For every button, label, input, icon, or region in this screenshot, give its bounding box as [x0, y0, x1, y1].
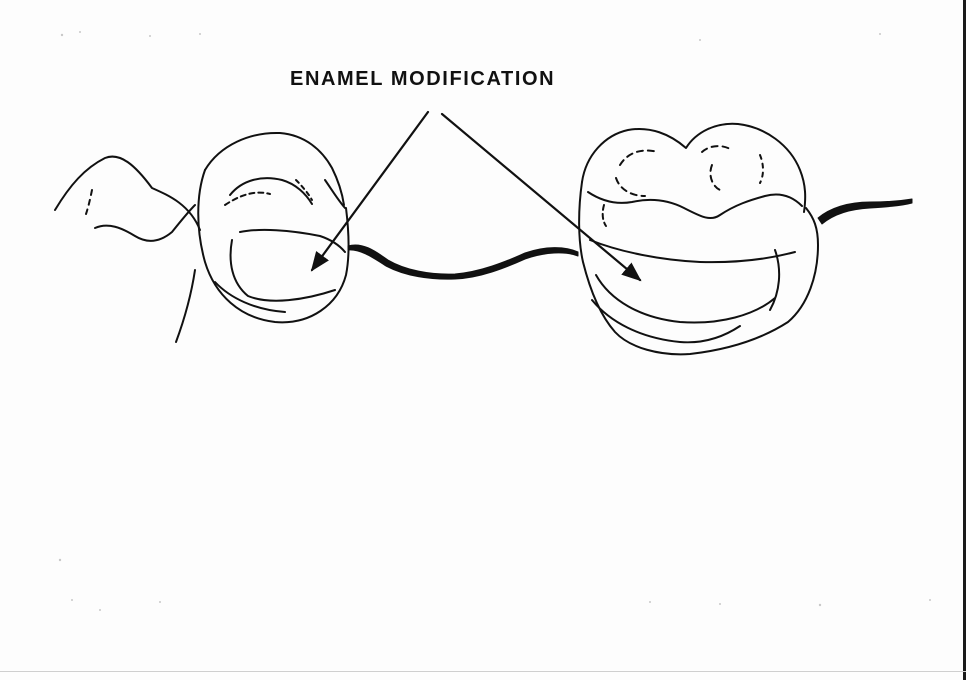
annotation-arrows [312, 112, 640, 280]
arrow-to-premolar [312, 112, 428, 270]
enamel-modification-label: ENAMEL MODIFICATION [290, 68, 555, 91]
scan-bottom-edge [0, 671, 966, 672]
molar-tooth [579, 124, 818, 355]
left-partial-tooth [55, 157, 200, 342]
scan-noise [59, 31, 931, 611]
gum-line [348, 199, 912, 279]
premolar-tooth [198, 133, 348, 322]
